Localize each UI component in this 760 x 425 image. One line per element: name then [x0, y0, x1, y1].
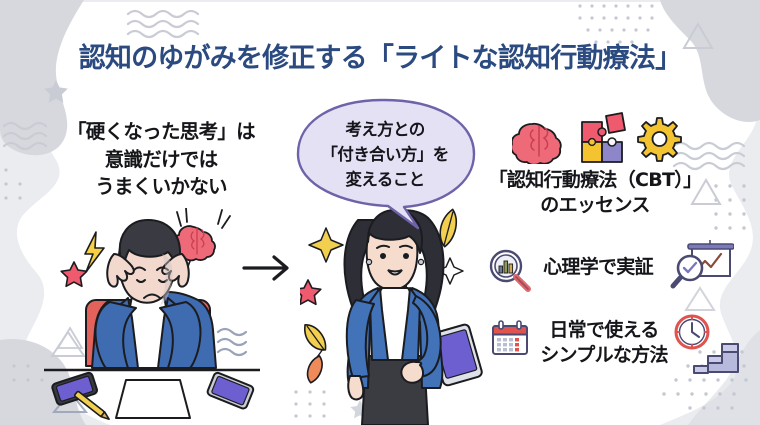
speech-bubble-shape: [296, 98, 476, 230]
woman-hand-right: [400, 360, 425, 384]
cbt-line-2: のエッセンス: [540, 194, 650, 217]
left-line-2: 意識だけでは: [104, 147, 219, 171]
simple-method-label: 日常で使える シンプルな方法: [524, 318, 684, 368]
triangle-top-right: [682, 22, 714, 49]
leaf-icon-3: [306, 355, 323, 384]
psychology-proven-label: 心理学で実証: [523, 255, 673, 280]
triangle-mid-right: [690, 178, 722, 205]
man-hand-left: [106, 253, 135, 288]
man-cheek-shade: [160, 254, 173, 306]
lightning-bolt-icon: [84, 231, 105, 273]
red-star-icon-2: [300, 279, 322, 306]
leaf-icon-2: [304, 324, 327, 359]
triangle-bottom-right: [684, 286, 716, 311]
blob-top-left: [0, 0, 84, 156]
stressed-man-illustration: [44, 208, 260, 421]
transition-arrow-icon: [242, 255, 289, 281]
man-arm-right: [159, 301, 202, 369]
man-face: [133, 266, 169, 299]
woman-arm-left: [345, 299, 375, 379]
magnifier-check-presentation-icon: [670, 240, 734, 289]
wave-near-man: [216, 327, 248, 357]
left-line-3: うまくいかない: [95, 175, 227, 199]
calendar-day-cells: [497, 338, 519, 352]
smartphone-right-icon: [206, 371, 255, 410]
smartphone-left-icon: [51, 371, 98, 406]
cbt-line-1: 「認知行動療法（CBT）」: [488, 169, 702, 191]
leaf-icon-1: [439, 208, 458, 248]
triangle-outline-icon: [56, 326, 84, 349]
tablet-icon: [429, 323, 483, 387]
speech-bubble-text: 考え方との 「付き合い方」を 変えること: [305, 118, 465, 192]
dot-grid-right: [714, 184, 746, 230]
bubble-line-1: 考え方との: [345, 120, 425, 139]
bubble-line-2: 「付き合い方」を: [321, 144, 449, 164]
dot-grid-top: [578, 4, 654, 44]
blob-top-right: [660, 0, 760, 122]
psych-line-1: 心理学で実証: [543, 256, 654, 278]
wave-mid-left: [2, 121, 48, 151]
brain-icon: [512, 122, 562, 164]
magnifier-bar-chart-icon: [489, 249, 531, 292]
simple-line-1: 日常で使える: [549, 319, 659, 341]
wave-top-left: [126, 9, 200, 39]
earring-left-icon: [365, 258, 373, 266]
grey-star-icon: [44, 80, 68, 103]
sparkle-icon-1: [308, 227, 344, 263]
woman-hand-left: [347, 375, 365, 401]
page-title: 認知のゆがみを修正する「ライトな認知行動療法」: [78, 43, 682, 74]
red-star-icon: [60, 261, 88, 288]
calendar-icon: [492, 320, 528, 355]
cbt-essence-label: 「認知行動療法（CBT）」 のエッセンス: [480, 168, 710, 218]
puzzle-icon: [581, 112, 626, 163]
confident-woman-illustration: [300, 208, 483, 425]
stairs-icon: [693, 343, 739, 374]
blob-bottom-right: [688, 330, 760, 425]
dot-grid-lower-left: [294, 390, 326, 418]
woman-lapel-left: [369, 287, 389, 361]
man-arm-left: [94, 301, 137, 369]
cbt-icons-group: [512, 112, 682, 164]
speech-bubble: [296, 98, 476, 230]
bubble-line-3: 変えること: [345, 169, 425, 189]
clock-icon: [674, 314, 710, 350]
bar-chart-bars: [498, 260, 514, 274]
pencil-icon: [73, 390, 110, 421]
woman-face: [376, 244, 413, 276]
earring-right-icon: [417, 258, 425, 266]
wave-right: [672, 141, 746, 171]
paper-icon: [115, 379, 191, 419]
left-line-1: 「硬くなった思考」は: [66, 120, 256, 143]
left-statement: 「硬くなった思考」は 意識だけでは うまくいかない: [36, 118, 286, 201]
dot-grid-left: [4, 168, 44, 382]
gear-icon: [637, 117, 682, 162]
simple-line-2: シンプルな方法: [540, 344, 668, 367]
